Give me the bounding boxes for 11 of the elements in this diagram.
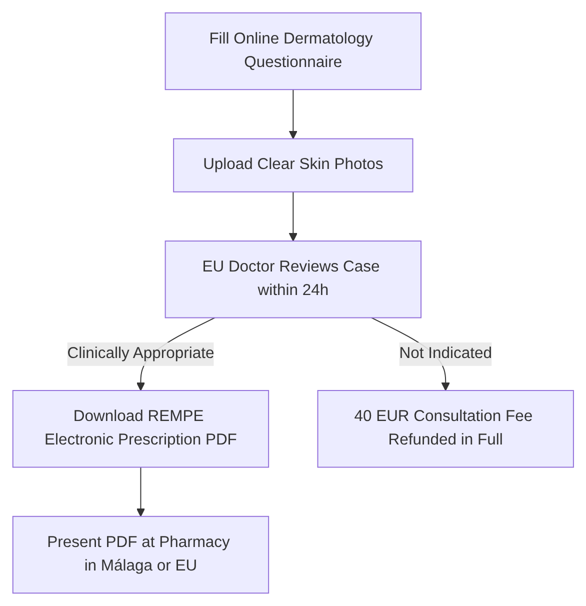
node-box: Upload Clear Skin Photos [172,138,414,192]
node-box: EU Doctor Reviews Case within 24h [164,240,422,318]
node-box: Download REMPE Electronic Prescription PDF [12,390,269,468]
edge-label: Clinically Appropriate [67,345,214,362]
arrow [288,89,298,140]
arrow [136,466,145,517]
node-box: Fill Online Dermatology Questionnaire [164,12,422,90]
arrow [288,191,298,242]
node-box: 40 EUR Consultation Fee Refunded in Full [317,390,574,468]
edge-label: Not Indicated [399,345,492,362]
node-box: Present PDF at Pharmacy in Málaga or EU [12,516,269,594]
